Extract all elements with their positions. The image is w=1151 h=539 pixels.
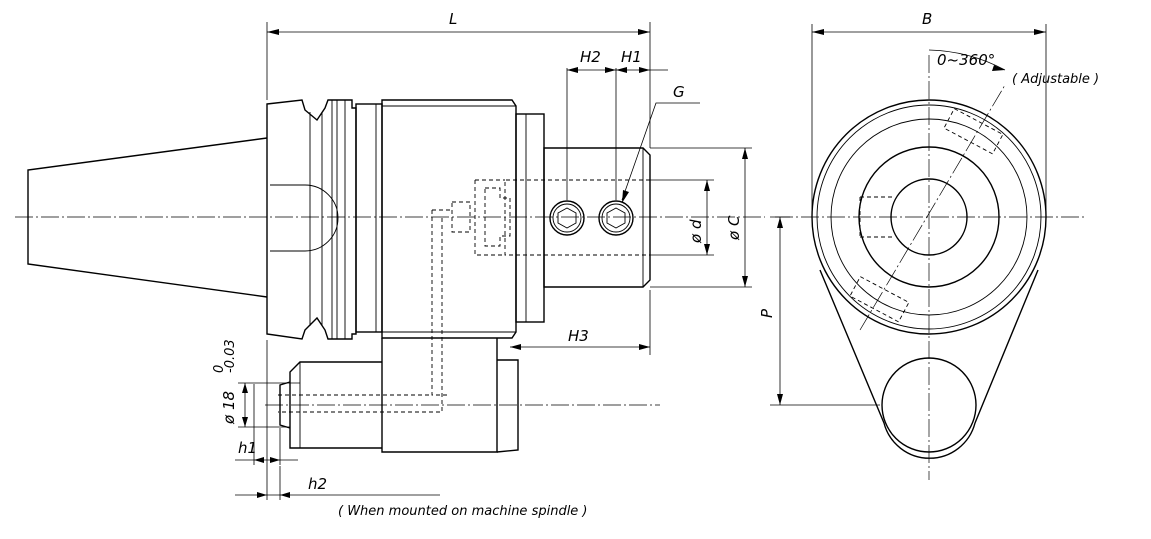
hidden-screw-bottom — [849, 276, 910, 323]
hidden-bore — [504, 179, 650, 256]
hidden-shaft-outer — [431, 209, 452, 396]
G-leader — [621, 102, 700, 201]
lobe-bottom-arc — [883, 422, 976, 459]
label-h1: h1 — [238, 439, 257, 457]
label-h2: h2 — [308, 475, 327, 493]
lower-body — [381, 338, 498, 453]
mounting-note: ( When mounted on machine spindle ) — [338, 504, 588, 519]
front-view: B 0~360° ( Adjustable ) P — [758, 10, 1099, 480]
main-housing — [381, 99, 517, 339]
flange — [266, 99, 357, 340]
h1-arrows — [254, 457, 280, 463]
label-H2: H2 — [580, 48, 601, 66]
label-tol-upper: 0 — [212, 365, 227, 373]
output-nose — [279, 381, 291, 429]
label-d: ø d — [687, 219, 705, 244]
label-C: ø C — [725, 215, 743, 241]
label-L: L — [449, 10, 457, 28]
hidden-key — [859, 196, 895, 238]
rotation-axis-line — [859, 84, 1006, 331]
angle-arrow — [992, 65, 1005, 71]
lobe-tangents — [819, 269, 1039, 424]
label-dia18: ø 18 — [220, 391, 238, 425]
lower-circle — [881, 357, 977, 453]
angle-arc — [928, 49, 1006, 71]
H-arrows — [567, 67, 650, 73]
output-cylinder — [543, 147, 651, 288]
hidden-shaft-inner — [278, 218, 443, 413]
hidden-nut-inner — [484, 187, 511, 247]
hidden-nut — [474, 179, 505, 256]
dia18-arrows — [242, 383, 248, 427]
bore-circle — [890, 178, 968, 256]
G-arrow — [622, 190, 629, 203]
housing-circle — [830, 118, 1028, 316]
collar — [355, 103, 383, 333]
label-tol-lower: -0.03 — [223, 339, 238, 373]
outer-flange-circle — [811, 99, 1047, 335]
label-G: G — [673, 83, 685, 101]
label-adjustable: ( Adjustable ) — [1012, 72, 1099, 87]
label-P: P — [758, 308, 776, 318]
lower-cap — [496, 359, 519, 453]
h2-arrows — [257, 492, 290, 498]
flange-inner-circle — [816, 104, 1042, 330]
step-ring — [515, 113, 545, 323]
label-H1: H1 — [621, 48, 642, 66]
label-angle: 0~360° — [937, 51, 995, 69]
cylinder-circle — [858, 146, 1000, 288]
drive-key-slot — [270, 184, 339, 252]
label-H3: H3 — [568, 327, 589, 345]
hidden-screw-top — [943, 108, 1004, 155]
side-view: L H2 H1 G ø d ø C H3 ø 18 0 — [15, 10, 765, 519]
set-screw-H1 — [598, 200, 634, 236]
set-screw-H2 — [549, 200, 585, 236]
taper-shank — [27, 137, 268, 298]
output-stub — [289, 361, 382, 449]
label-B: B — [922, 10, 932, 28]
